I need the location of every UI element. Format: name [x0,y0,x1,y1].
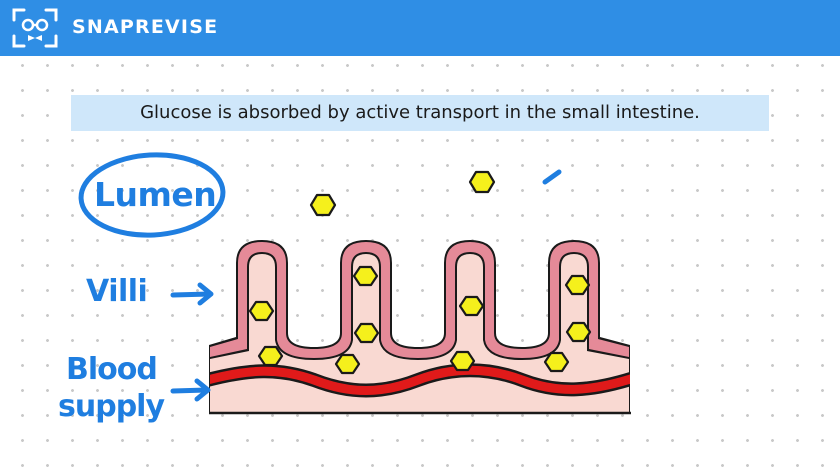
caption-text: Glucose is absorbed by active transport … [140,102,700,123]
lumen-circle [78,152,226,238]
glucose-hexagon-icon [565,321,592,343]
glucose-hexagon-icon [248,300,275,322]
brand-name: SNAPREVISE [72,16,219,38]
blood-supply-label-line2: supply [58,389,165,424]
header-bar: SNAPREVISE [0,0,840,56]
pen-mark [542,169,562,185]
blood-vessel [210,363,630,398]
villi-label: Villi [86,274,148,309]
caption-box: Glucose is absorbed by active transport … [71,95,769,131]
blood-supply-label-line1: Blood [66,352,158,387]
glucose-hexagon-icon [309,193,337,217]
arrow-right-icon [170,282,214,306]
glucose-hexagon-icon [458,295,485,317]
glucose-hexagon-icon [543,351,570,373]
glucose-hexagon-icon [257,345,284,367]
glucose-hexagon-icon [564,274,591,296]
villi-tissue [209,240,631,415]
glucose-hexagon-icon [468,170,496,194]
glucose-hexagon-icon [334,353,361,375]
arrow-right-icon [170,378,211,402]
bow-tie-face-icon [12,8,58,48]
glucose-hexagon-icon [352,265,379,287]
glucose-hexagon-icon [353,322,380,344]
glucose-hexagon-icon [449,350,476,372]
lumen-label: Lumen [94,175,217,214]
glucose-molecules [248,170,592,375]
